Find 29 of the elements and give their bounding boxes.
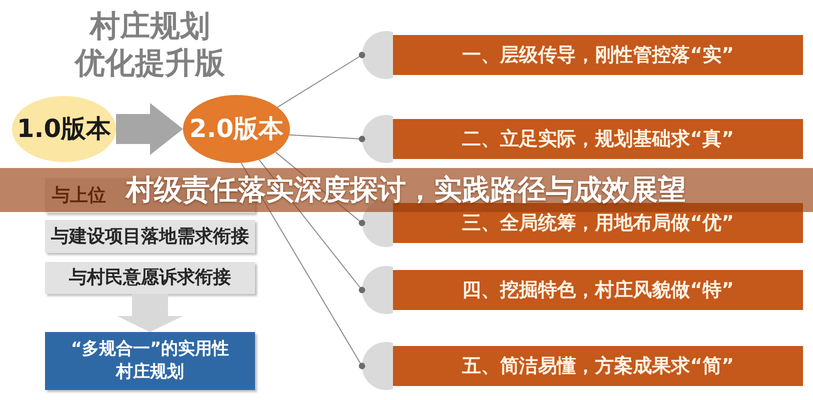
- connector-line: [275, 152, 366, 226]
- connector-line: [258, 159, 366, 294]
- link-label: 与上位: [52, 184, 106, 206]
- connector-line: [276, 52, 366, 108]
- connector-line: [288, 134, 366, 142]
- block-arrow: [117, 294, 183, 332]
- link-label: 与建设项目落地需求衔接: [51, 226, 249, 248]
- connector-line: [240, 162, 366, 370]
- link-box: [45, 262, 255, 294]
- point-label: 二、立足实际，规划基础求“真”: [462, 128, 734, 150]
- point-bar: [362, 266, 803, 314]
- result-label: “多规合一”的实用性村庄规划: [70, 338, 230, 384]
- version-ellipse: [12, 96, 116, 162]
- point-label: 一、层级传导，刚性管控落“实”: [462, 44, 734, 66]
- block-arrow: [116, 103, 183, 155]
- point-bar: [362, 342, 803, 390]
- link-box: [45, 220, 255, 253]
- link-label: 与村民意愿诉求衔接: [69, 267, 231, 289]
- point-label: 四、挖掘特色，村庄风貌做“特”: [462, 279, 734, 301]
- diagram-title: 村庄规划优化提升版: [75, 8, 225, 82]
- point-bar: [362, 115, 803, 163]
- point-bar: [362, 31, 803, 79]
- result-box: [45, 332, 255, 390]
- version-ellipse: [183, 95, 290, 163]
- version-label: 1.0版本: [16, 114, 112, 144]
- point-label: 三、全局统筹，用地布局做“优”: [462, 212, 734, 234]
- banner-title: 村级责任落实深度探讨，实践路径与成效展望: [126, 175, 686, 205]
- point-label: 五、简洁易懂，方案成果求“简”: [462, 355, 734, 377]
- version-label: 2.0版本: [189, 114, 284, 144]
